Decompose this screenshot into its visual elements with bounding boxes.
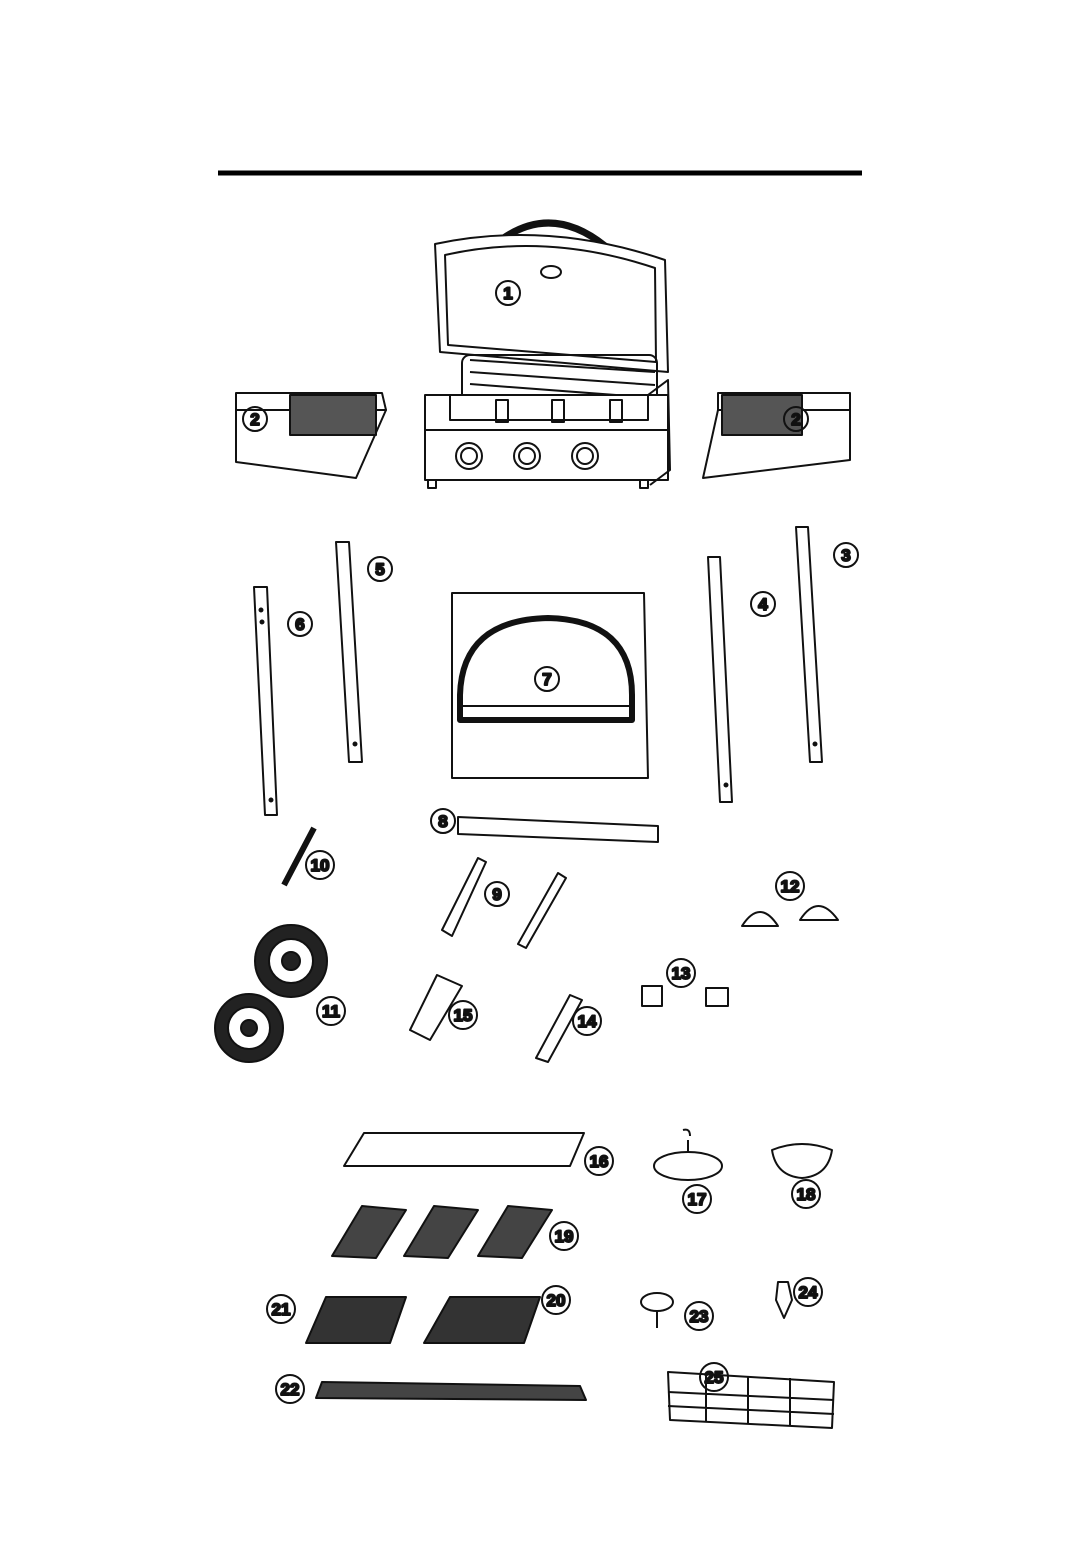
callout-8: 8: [431, 809, 455, 833]
callout-25: 25: [700, 1363, 728, 1391]
svg-text:4: 4: [758, 595, 768, 614]
svg-text:19: 19: [555, 1227, 574, 1246]
thermometer-drawing: [641, 1293, 673, 1328]
callout-11: 11: [317, 997, 345, 1025]
warming-rack-drawing: [316, 1382, 586, 1400]
callout-13: 13: [667, 959, 695, 987]
svg-text:3: 3: [841, 546, 850, 565]
caster-feet-drawing: [742, 906, 838, 926]
callout-10: 10: [306, 851, 334, 879]
brackets-drawing: [410, 975, 582, 1062]
svg-text:5: 5: [375, 560, 384, 579]
svg-text:9: 9: [492, 885, 501, 904]
wheels-drawing: [215, 925, 327, 1062]
callout-21: 21: [267, 1295, 295, 1323]
svg-text:22: 22: [281, 1380, 300, 1399]
svg-text:20: 20: [547, 1291, 566, 1310]
svg-text:21: 21: [272, 1300, 291, 1319]
callout-14: 14: [573, 1007, 601, 1035]
svg-text:13: 13: [672, 964, 691, 983]
svg-text:23: 23: [690, 1307, 709, 1326]
callout-19: 19: [550, 1222, 578, 1250]
svg-text:7: 7: [542, 670, 551, 689]
callout-18: 18: [792, 1180, 820, 1208]
cooking-grates-drawing: [306, 1297, 540, 1343]
svg-text:14: 14: [578, 1012, 597, 1031]
callout-17: 17: [683, 1185, 711, 1213]
bottom-basket-drawing: [668, 1372, 834, 1428]
svg-text:24: 24: [799, 1283, 818, 1302]
callout-23: 23: [685, 1302, 713, 1330]
svg-text:25: 25: [705, 1368, 724, 1387]
callout-15: 15: [449, 1001, 477, 1029]
callout-5: 5: [368, 557, 392, 581]
grease-tray-drawing: [344, 1133, 584, 1166]
cup-ring-drawing: [654, 1130, 722, 1180]
heat-tents-drawing: [332, 1206, 552, 1258]
callout-9: 9: [485, 882, 509, 906]
callout-4: 4: [751, 592, 775, 616]
callout-12: 12: [776, 872, 804, 900]
svg-text:8: 8: [438, 812, 447, 831]
tank-brackets-drawing: [642, 986, 728, 1006]
svg-text:6: 6: [295, 615, 304, 634]
grease-cup-drawing: [772, 1144, 832, 1178]
svg-text:2: 2: [250, 410, 259, 429]
callout-6: 6: [288, 612, 312, 636]
svg-text:15: 15: [454, 1006, 473, 1025]
svg-text:10: 10: [311, 856, 330, 875]
callout-20: 20: [542, 1286, 570, 1314]
svg-text:18: 18: [797, 1185, 816, 1204]
callout-22: 22: [276, 1375, 304, 1403]
igniter-drawing: [776, 1282, 792, 1318]
svg-text:12: 12: [781, 877, 800, 896]
callout-16: 16: [585, 1147, 613, 1175]
callout-3: 3: [834, 543, 858, 567]
svg-text:16: 16: [590, 1152, 609, 1171]
grill-head-drawing: [425, 223, 670, 488]
svg-text:11: 11: [322, 1002, 340, 1021]
callout-24: 24: [794, 1278, 822, 1306]
svg-text:17: 17: [688, 1190, 707, 1209]
front-bar-drawing: [458, 817, 658, 842]
svg-text:2: 2: [791, 410, 800, 429]
svg-text:1: 1: [503, 284, 512, 303]
